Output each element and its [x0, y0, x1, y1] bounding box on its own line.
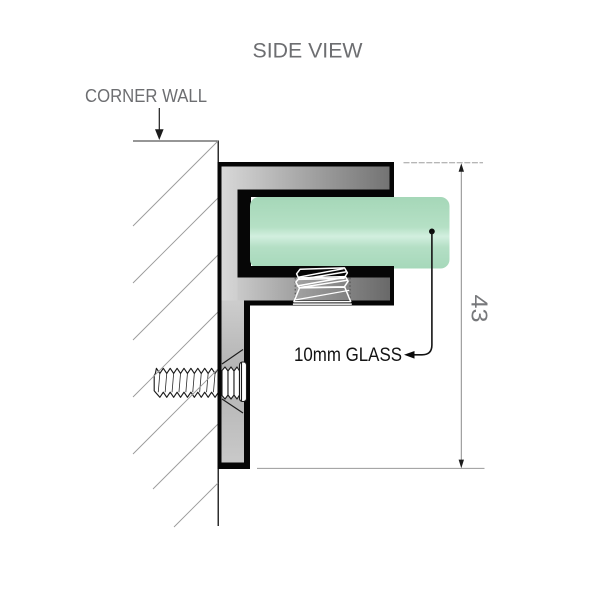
svg-text:SIDE VIEW: SIDE VIEW — [253, 39, 364, 63]
svg-text:43: 43 — [467, 295, 493, 323]
svg-text:10mm GLASS: 10mm GLASS — [294, 344, 402, 366]
svg-text:CORNER WALL: CORNER WALL — [85, 85, 207, 106]
